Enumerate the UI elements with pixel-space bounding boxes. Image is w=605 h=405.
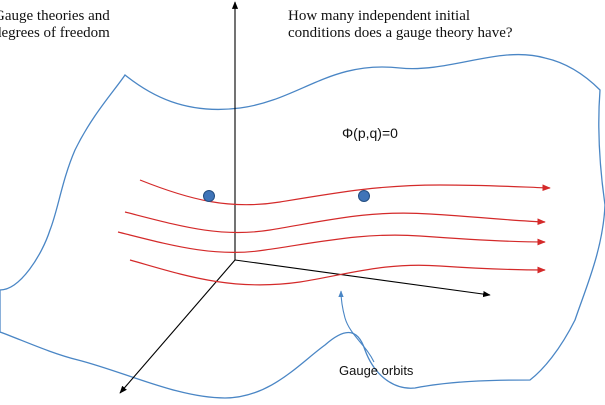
orbit-point xyxy=(203,190,215,202)
orbits-callout xyxy=(338,290,375,363)
heading-right-line-2: conditions does a gauge theory have? xyxy=(288,25,513,41)
axis-horizontal xyxy=(234,259,491,298)
heading-right-line-1: How many independent initial xyxy=(288,8,471,24)
gauge-orbit xyxy=(124,211,546,234)
heading-left-line-2: degrees of freedom xyxy=(0,25,110,41)
gauge-orbit xyxy=(117,231,546,254)
gauge-orbits-label: Gauge orbits xyxy=(339,363,414,378)
constraint-label: Φ(p,q)=0 xyxy=(342,125,398,141)
axis-diagonal xyxy=(119,259,236,394)
constraint-surface xyxy=(0,53,605,399)
gauge-orbit xyxy=(139,179,551,206)
heading-right: How many independent initial conditions … xyxy=(288,8,513,42)
gauge-orbit xyxy=(129,259,546,286)
heading-left: Gauge theories and degrees of freedom xyxy=(0,8,110,42)
orbit-point xyxy=(358,190,370,202)
heading-left-line-1: Gauge theories and xyxy=(0,8,110,24)
